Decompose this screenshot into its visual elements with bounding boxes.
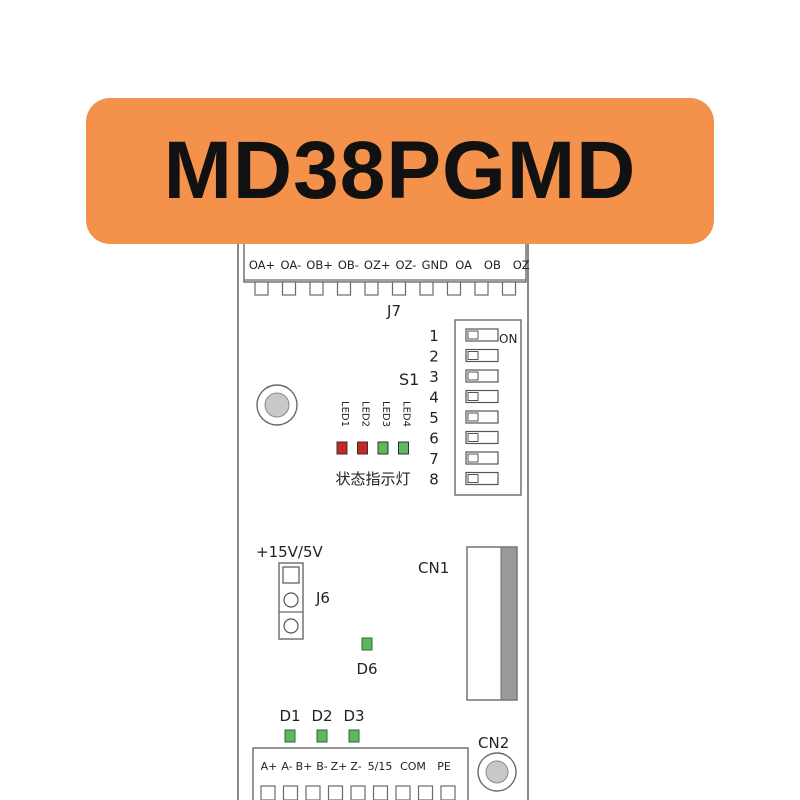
- led-label: LED4: [401, 401, 412, 427]
- dip-position-number: 5: [429, 409, 439, 427]
- top-terminal-label: OZ+: [364, 258, 391, 272]
- status-leds: LED1 LED2 LED3 LED4: [336, 401, 412, 455]
- top-terminal-label: OZ-: [396, 258, 417, 272]
- bottom-terminal-label: 5/15: [368, 760, 393, 773]
- top-terminal-label: OA-: [280, 258, 301, 272]
- top-terminal-pin: [446, 281, 462, 296]
- led-label: LED3: [380, 401, 391, 427]
- bottom-terminal-label: PE: [437, 760, 451, 773]
- bottom-terminal-pin: [440, 785, 456, 800]
- top-terminal-pin: [281, 281, 297, 296]
- top-terminal-pin: [254, 281, 269, 296]
- top-terminal-pin: [336, 281, 352, 296]
- top-terminal-pin: [501, 281, 517, 296]
- led-indicator: [377, 441, 389, 455]
- diode-label: D1: [279, 707, 300, 725]
- jumper-pin-2: [283, 592, 299, 608]
- diode-led: [348, 729, 360, 743]
- bottom-terminal-pin: [327, 785, 344, 800]
- dip-switch-housing: [454, 319, 522, 496]
- dip-position-number: 4: [429, 389, 439, 407]
- dip-switch-lever: [467, 412, 479, 422]
- mounting-hole-top-inner: [264, 392, 290, 418]
- top-terminal-label: OB: [484, 258, 501, 272]
- bottom-terminal-pin: [260, 785, 276, 800]
- dip-position-number: 7: [429, 450, 439, 468]
- bottom-terminal-label: B+: [296, 760, 313, 773]
- dip-switch-lever: [467, 392, 479, 401]
- bottom-terminal-label: A+: [261, 760, 278, 773]
- dip-switch-lever: [467, 433, 479, 442]
- diode-led: [316, 729, 328, 743]
- top-terminal-label: OZ: [513, 258, 530, 272]
- top-terminal-label: OA+: [249, 258, 275, 272]
- bottom-terminal-label: COM: [400, 760, 426, 773]
- jumper-pin-square: [282, 566, 300, 584]
- cn2-label: CN2: [478, 734, 509, 752]
- led-indicator: [336, 441, 348, 455]
- d6-led: [361, 637, 373, 651]
- dip-on-label: ON: [499, 332, 517, 346]
- mounting-hole-cn2-inner: [485, 760, 509, 784]
- diode-label: D2: [311, 707, 332, 725]
- bottom-terminal-pin: [305, 785, 321, 800]
- led-label: LED2: [360, 401, 371, 427]
- top-terminal-label: GND: [422, 258, 449, 272]
- dip-position-number: 2: [429, 348, 439, 366]
- top-terminal-pin: [474, 281, 489, 296]
- cn1-label: CN1: [418, 559, 449, 577]
- dip-switch-lever: [467, 453, 479, 463]
- voltage-label: +15V/5V: [256, 543, 324, 561]
- bottom-terminal-pin: [417, 785, 434, 800]
- bottom-terminal-pin: [350, 785, 366, 800]
- dip-position-number: 3: [429, 368, 439, 386]
- d6-label: D6: [356, 660, 377, 678]
- bottom-terminal-pin: [395, 785, 411, 800]
- bottom-terminal-block: A+A- B+B-Z+Z- 5/15 COM PE: [252, 747, 469, 800]
- bottom-terminal-label: Z+: [331, 760, 348, 773]
- top-terminal-label: OA: [455, 258, 472, 272]
- connector-cn1: [466, 546, 518, 701]
- diode-led: [284, 729, 296, 743]
- j7-label: J7: [386, 302, 401, 320]
- dip-switch-lever: [467, 371, 479, 381]
- top-terminal-pin: [309, 281, 324, 296]
- top-terminal-pin: [364, 281, 379, 296]
- bottom-terminal-pin: [282, 785, 299, 800]
- top-terminal-pin: [419, 281, 434, 296]
- s1-label: S1: [399, 370, 419, 389]
- dip-switch-lever: [467, 351, 479, 360]
- jumper-j6: [278, 562, 304, 640]
- jumper-pin-3: [283, 618, 299, 634]
- dip-position-number: 1: [429, 327, 439, 345]
- status-caption: 状态指示灯: [335, 470, 410, 488]
- top-terminal-pin: [391, 281, 407, 296]
- bottom-terminal-label: Z-: [350, 760, 361, 773]
- bottom-terminal-label: B-: [316, 760, 328, 773]
- dip-position-number: 8: [429, 471, 439, 489]
- dip-switch-lever: [467, 330, 479, 340]
- cn1-latch: [500, 546, 518, 701]
- dip-position-number: 6: [429, 430, 439, 448]
- dip-switch-lever: [467, 474, 479, 483]
- dip-switch-s1: ON: [454, 319, 522, 496]
- led-indicator: [398, 441, 409, 455]
- led-indicator: [357, 441, 368, 455]
- led-label: LED1: [339, 401, 350, 427]
- top-terminal-label: OB+: [306, 258, 333, 272]
- diodes-d1-d3: D1 D2 D3: [279, 707, 365, 743]
- title-banner: MD38PGMD: [86, 98, 714, 244]
- j6-label: J6: [315, 589, 330, 607]
- model-title: MD38PGMD: [163, 125, 637, 216]
- diode-label: D3: [343, 707, 364, 725]
- bottom-terminal-pin: [372, 785, 389, 800]
- bottom-terminal-label: A-: [281, 760, 292, 773]
- top-terminal-label: OB-: [338, 258, 359, 272]
